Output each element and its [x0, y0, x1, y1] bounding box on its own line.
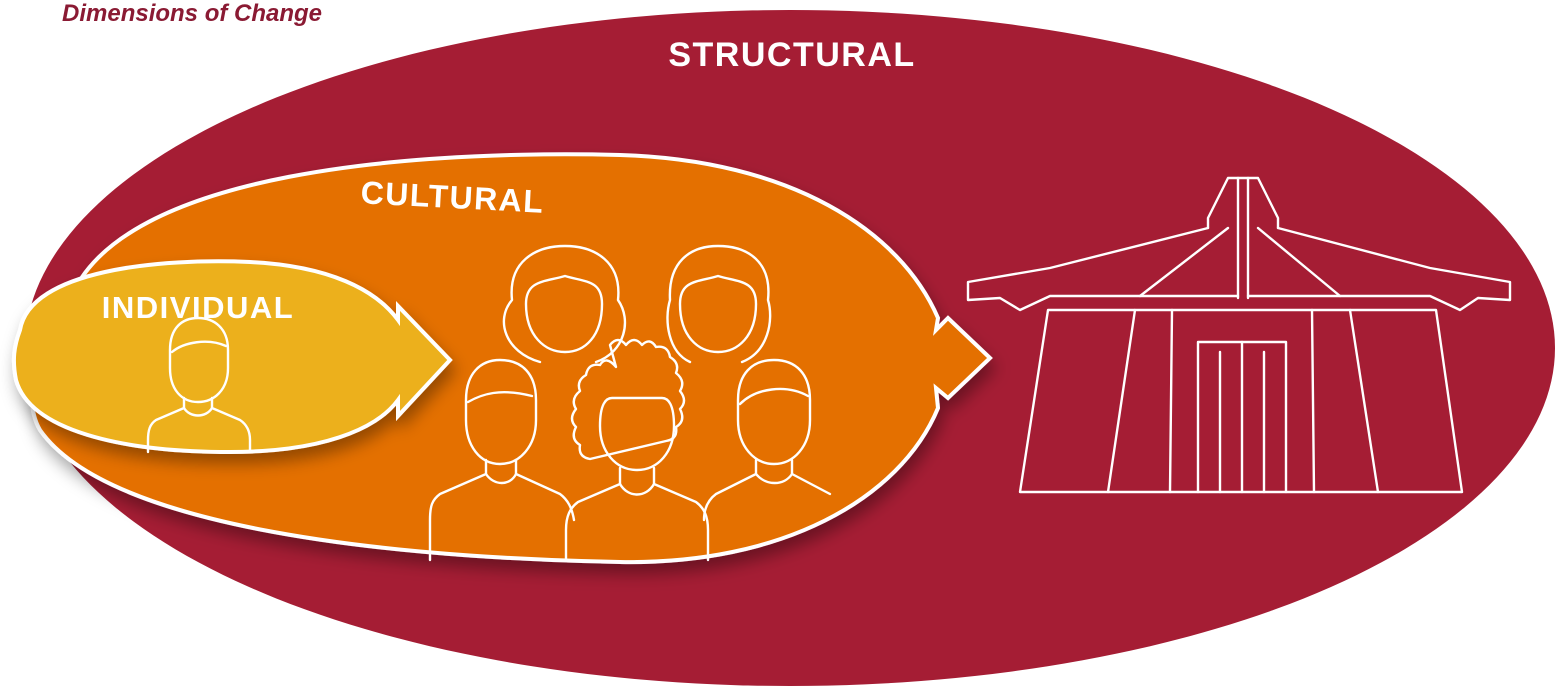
page-title: Dimensions of Change: [62, 0, 323, 27]
cultural-layer: [30, 152, 993, 565]
person-icon: [146, 316, 252, 454]
individual-layer: [11, 259, 453, 455]
structural-label: STRUCTURAL: [668, 36, 915, 74]
individual-arrow-shape: [11, 259, 453, 455]
cultural-arrow-shape: [30, 152, 993, 565]
individual-label: INDIVIDUAL: [102, 290, 294, 325]
building-icon: [966, 176, 1512, 494]
group-of-people-icon: [428, 244, 832, 562]
